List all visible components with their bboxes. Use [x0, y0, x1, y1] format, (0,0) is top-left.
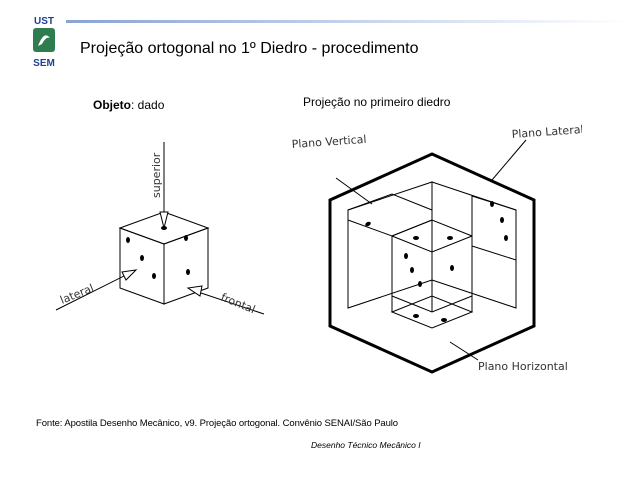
logo-emblem-mark: [38, 35, 50, 46]
projection-pip: [450, 265, 454, 271]
die-pip: [161, 226, 167, 230]
projection-pip: [418, 281, 422, 287]
projection-pip: [504, 235, 508, 241]
leader-vertical: [335, 177, 373, 205]
projection-lateral-face: [471, 195, 517, 261]
die-pip: [186, 269, 190, 275]
ust-sem-logo: UST SEM: [33, 16, 55, 69]
frontal-arrow: [191, 289, 265, 315]
label-lateral: lateral: [58, 282, 96, 307]
projection-pip: [413, 314, 419, 318]
projection-pip: [447, 236, 453, 240]
label-plano-lateral: Plano Lateral: [511, 123, 582, 141]
label-plano-vertical: Plano Vertical: [291, 133, 367, 151]
die-pip: [184, 235, 188, 241]
object-caption-bold: Objeto: [93, 98, 131, 112]
projection-pip: [413, 236, 419, 240]
logo-bottom-text: SEM: [33, 58, 55, 69]
lateral-arrow: [55, 271, 133, 311]
label-superior: superior: [150, 152, 163, 198]
title-rule: [66, 20, 628, 23]
frontal-arrowhead: [186, 285, 203, 297]
projection-pip: [410, 267, 414, 273]
vertical-plane-back: [347, 181, 433, 309]
leader-lateral: [491, 139, 527, 181]
label-frontal: frontal: [219, 291, 257, 317]
superior-arrowhead: [159, 211, 169, 229]
lateral-arrowhead: [121, 269, 138, 281]
projection-pip: [490, 201, 494, 207]
die-pip: [140, 255, 144, 261]
source-citation: Fonte: Apostila Desenho Mecânico, v9. Pr…: [36, 418, 398, 429]
die-pip: [126, 237, 130, 243]
footer-course: Desenho Técnico Mecânico I: [311, 440, 421, 450]
projection-figure: Plano Vertical Plano Lateral Plano Horiz…: [291, 123, 582, 374]
label-plano-horizontal: Plano Horizontal: [478, 360, 568, 373]
projection-pip: [365, 221, 371, 227]
logo-top-text: UST: [34, 16, 54, 27]
leader-horizontal: [449, 341, 479, 361]
die-pip: [152, 273, 156, 279]
object-caption: Objeto: dado: [93, 98, 164, 112]
projection-vertical-face: [347, 193, 433, 237]
lateral-plane-back: [431, 181, 517, 309]
outer-hexagon: [328, 152, 536, 374]
slide-title: Projeção ortogonal no 1º Diedro - proced…: [80, 40, 419, 57]
projection-caption: Projeção no primeiro diedro: [303, 95, 451, 109]
die-figure: superior lateral frontal: [55, 142, 265, 317]
projection-edge: [391, 235, 473, 253]
die-right-face: [163, 227, 209, 305]
projection-pip: [441, 318, 447, 322]
projection-pip: [500, 217, 504, 223]
projection-pip: [404, 253, 408, 259]
object-caption-rest: : dado: [131, 98, 165, 112]
